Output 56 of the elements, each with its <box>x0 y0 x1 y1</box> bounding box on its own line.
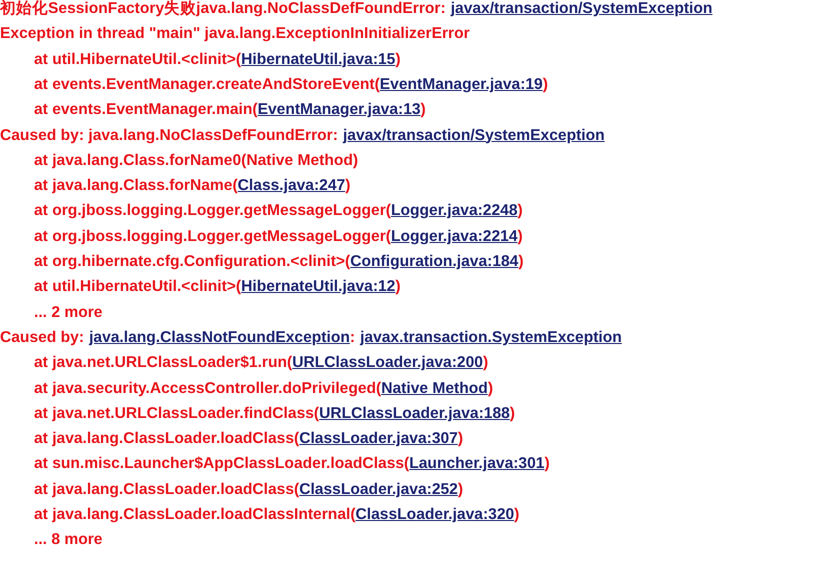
link: Logger.java:2248 <box>390 202 518 220</box>
link: Launcher.java:301 <box>409 455 544 472</box>
error-text: ) <box>544 455 550 472</box>
link: URLClassLoader.java:200 <box>292 354 483 372</box>
error-text: Caused by: java.lang.NoClassDefFoundError: <box>0 126 338 144</box>
error-text: ) <box>542 76 548 93</box>
error-text: at java.lang.ClassLoader.loadClassInternal( <box>34 506 356 523</box>
link: ClassLoader.java:320 <box>356 506 514 523</box>
link: EventManager.java:13 <box>258 101 421 118</box>
error-text: at org.jboss.logging.Logger.getMessageLogger( <box>34 202 391 220</box>
error-text: at java.security.AccessController.doPrivileged( <box>34 380 382 396</box>
link: javax.transaction.SystemException <box>360 328 622 346</box>
error-text: at events.EventManager.createAndStoreEvent( <box>34 76 380 93</box>
error-text: ) <box>518 228 523 245</box>
error-text: ) <box>514 506 520 523</box>
error-text: ... 8 more <box>34 531 102 548</box>
error-text: ) <box>420 101 426 118</box>
error-text: ) <box>510 404 515 422</box>
error-text: Caused by: <box>0 328 84 346</box>
error-text: at util.HibernateUtil.<clinit>( <box>34 50 242 68</box>
error-text: ) <box>395 50 401 68</box>
error-text: at sun.misc.Launcher$AppClassLoader.loadClass( <box>34 455 410 472</box>
link: javax/transaction/SystemException <box>450 0 712 17</box>
error-text: ) <box>458 480 464 498</box>
error-text: ) <box>488 380 494 396</box>
error-text: at org.jboss.logging.Logger.getMessageLogger( <box>34 228 391 245</box>
error-text: at java.net.URLClassLoader.findClass( <box>34 404 320 422</box>
error-text: at java.net.URLClassLoader$1.run( <box>34 354 292 372</box>
link: java.lang.ClassNotFoundException <box>89 328 350 346</box>
error-text: at org.hibernate.cfg.Configuration.<clinit>( <box>34 253 350 270</box>
error-text: at util.HibernateUtil.<clinit>( <box>34 278 242 296</box>
link: URLClassLoader.java:188 <box>319 404 510 422</box>
error-text: Exception in thread "main" java.lang.ExceptionInInitializerError <box>0 25 470 42</box>
error-text: at events.EventManager.main( <box>34 101 258 118</box>
link: Configuration.java:184 <box>350 253 518 270</box>
link: Native Method <box>381 380 488 396</box>
error-text: at java.lang.ClassLoader.loadClass( <box>34 430 300 448</box>
error-text: ) <box>345 177 350 194</box>
error-text: : <box>350 328 356 346</box>
error-text: at java.lang.Class.forName0(Native Method) <box>34 152 358 169</box>
link: Class.java:247 <box>238 177 346 194</box>
link: Logger.java:2214 <box>390 228 518 245</box>
link: ClassLoader.java:252 <box>299 480 458 498</box>
error-text: ) <box>458 430 464 448</box>
error-text: ) <box>518 253 524 270</box>
link: EventManager.java:19 <box>380 76 543 93</box>
error-text: at java.lang.Class.forName( <box>34 177 238 194</box>
link: HibernateUtil.java:12 <box>241 278 396 296</box>
error-text: at java.lang.ClassLoader.loadClass( <box>34 480 300 498</box>
link: javax/transaction/SystemException <box>342 126 605 144</box>
error-text: ) <box>518 202 523 220</box>
error-text: ) <box>395 278 401 296</box>
error-text: ... 2 more <box>34 304 102 321</box>
link: ClassLoader.java:307 <box>299 430 458 448</box>
link: HibernateUtil.java:15 <box>241 50 396 68</box>
error-text: ) <box>482 354 488 372</box>
